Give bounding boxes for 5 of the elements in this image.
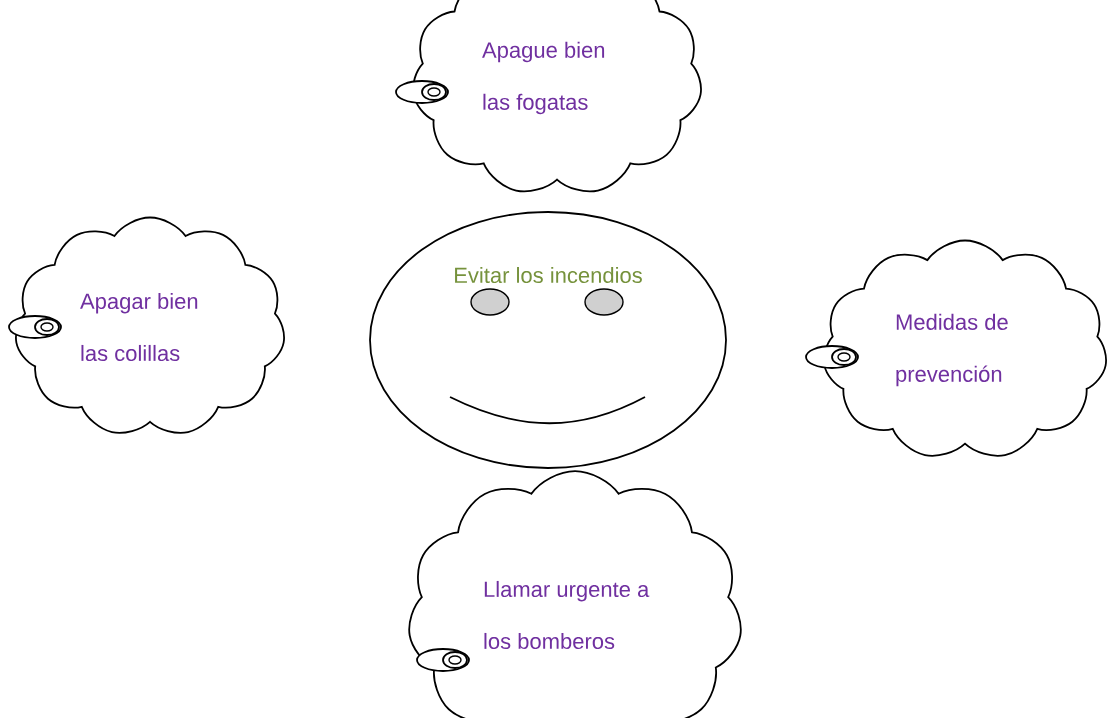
thought-cloud: Apague bien las fogatas	[395, 0, 702, 193]
thought-cloud: Medidas de prevención	[805, 239, 1107, 457]
thought-cloud: Apagar bien las colillas	[8, 216, 285, 434]
thought-cloud: Llamar urgente a los bomberos	[408, 470, 742, 718]
face-drawing: Evitar los incendios	[369, 211, 727, 469]
